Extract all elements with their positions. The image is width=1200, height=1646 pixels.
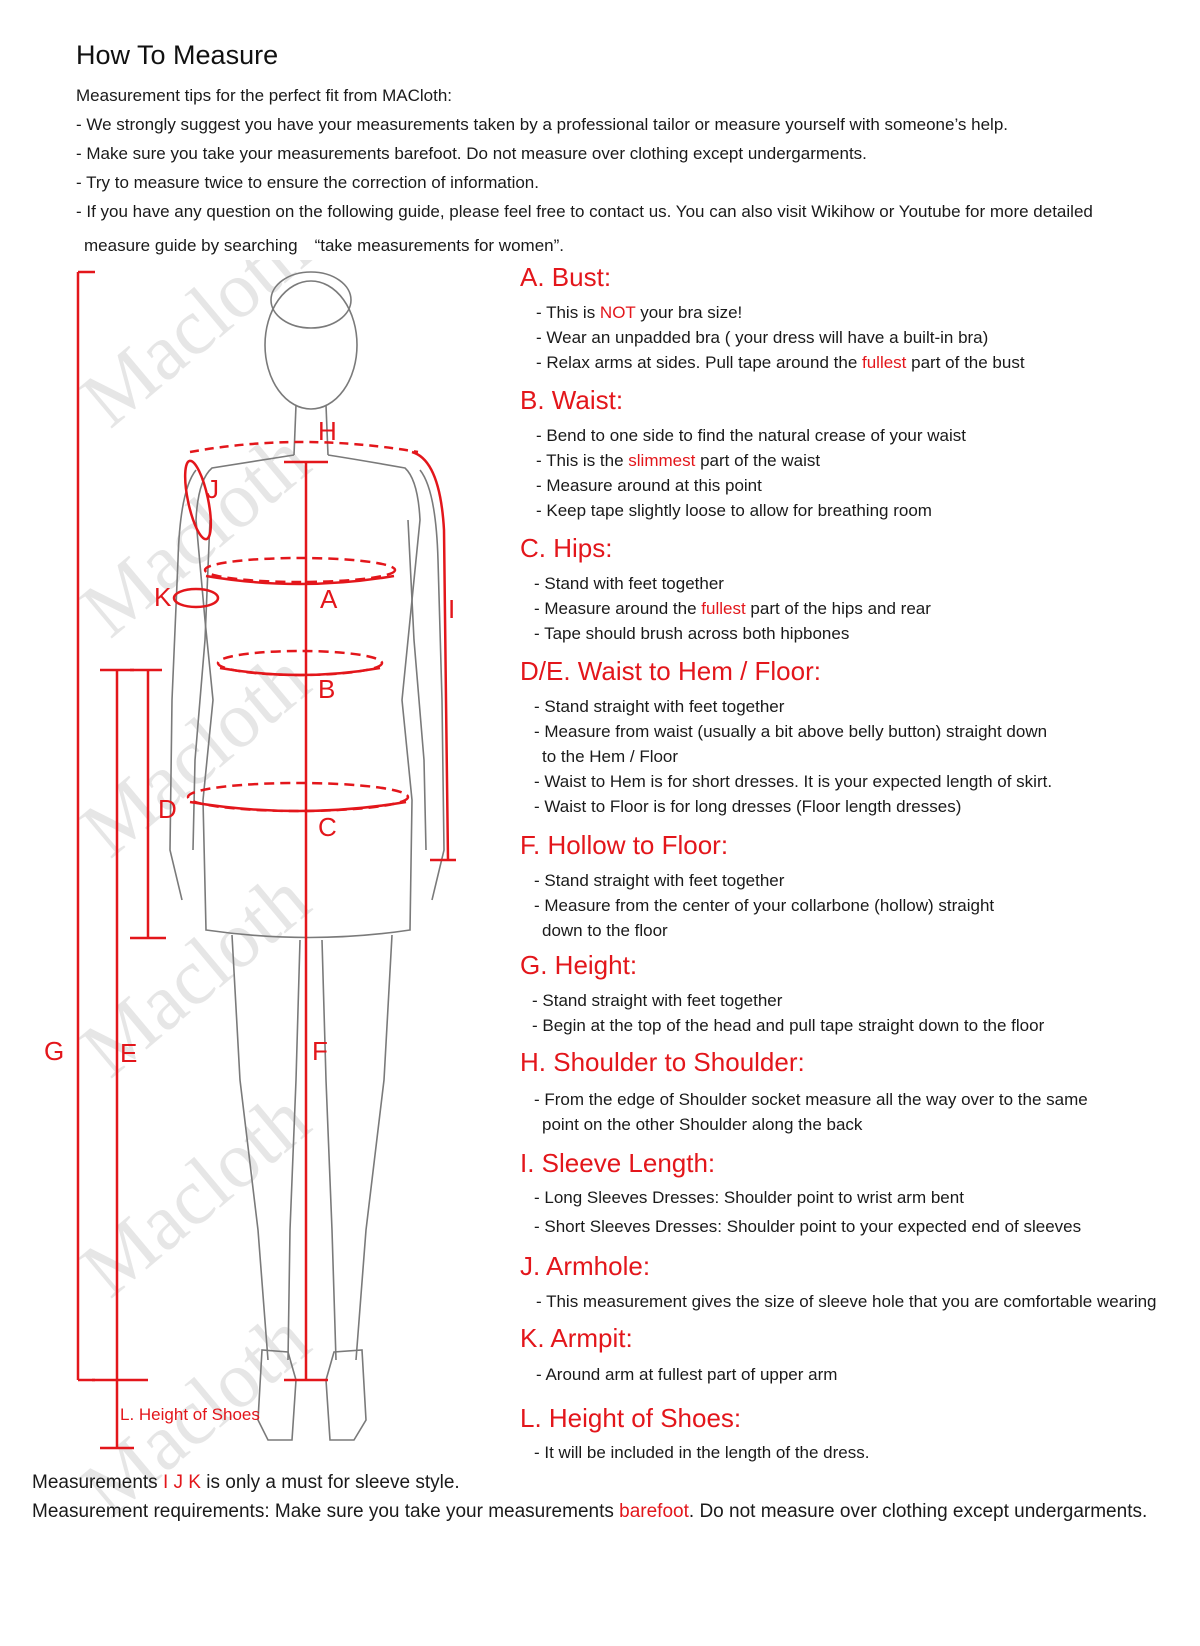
intro-line: measure guide by searching “take measure…	[84, 236, 564, 255]
bullet: to the Hem / Floor	[542, 747, 679, 766]
bullet: - Measure around at this point	[536, 476, 762, 495]
section-heading-hips: C. Hips:	[520, 533, 613, 563]
intro-line: - If you have any question on the follow…	[76, 202, 1093, 221]
bullet: - Stand with feet together	[534, 574, 724, 593]
bullet: - Tape should brush across both hipbones	[534, 624, 850, 643]
section-heading-armpit: K. Armpit:	[520, 1323, 633, 1353]
label-g: G	[44, 1036, 64, 1066]
highlight: slimmest	[628, 451, 696, 470]
bullet: - Stand straight with feet together	[534, 871, 785, 890]
section-heading-armhole: J. Armhole:	[520, 1251, 651, 1281]
bullet: - Waist to Hem is for short dresses. It …	[534, 772, 1053, 791]
bullet: - This is the slimmest part of the waist	[536, 451, 821, 470]
section-heading-waist-hem: D/E. Waist to Hem / Floor:	[520, 656, 821, 686]
label-f: F	[312, 1036, 328, 1066]
measurement-lines	[76, 270, 456, 1450]
bullet: - Keep tape slightly loose to allow for …	[536, 501, 932, 520]
bullet: - Measure from waist (usually a bit abov…	[534, 722, 1048, 741]
bullet: - Relax arms at sides. Pull tape around …	[536, 353, 1025, 372]
bullet: - Measure from the center of your collar…	[534, 896, 995, 915]
bullet: - Bend to one side to find the natural c…	[536, 426, 966, 445]
section-heading-height: G. Height:	[520, 950, 638, 980]
svg-text:Macloth: Macloth	[65, 260, 326, 444]
bullet: - Around arm at fullest part of upper ar…	[536, 1365, 838, 1384]
bullet: - This measurement gives the size of sle…	[536, 1292, 1157, 1311]
intro-line: - Try to measure twice to ensure the cor…	[76, 173, 539, 192]
label-a: A	[320, 584, 338, 614]
bullet: down to the floor	[542, 921, 668, 940]
footer-requirements: Measurement requirements: Make sure you …	[32, 1501, 1148, 1522]
svg-text:Macloth: Macloth	[65, 855, 326, 1094]
bullet: - From the edge of Shoulder socket measu…	[534, 1090, 1088, 1109]
label-h: H	[318, 416, 337, 446]
page-title: How To Measure	[76, 40, 279, 70]
bullet: point on the other Shoulder along the ba…	[542, 1115, 863, 1134]
section-heading-sleeve: I. Sleeve Length:	[520, 1148, 716, 1178]
label-c: C	[318, 812, 337, 842]
bullet: - Wear an unpadded bra ( your dress will…	[536, 328, 989, 347]
highlight: fullest	[862, 353, 907, 372]
bullet: - Stand straight with feet together	[532, 991, 783, 1010]
bullet: - Short Sleeves Dresses: Shoulder point …	[534, 1217, 1082, 1236]
section-heading-bust: A. Bust:	[520, 262, 612, 292]
bullet: - Stand straight with feet together	[534, 697, 785, 716]
bullet: - Measure around the fullest part of the…	[534, 599, 931, 618]
intro-line: Measurement tips for the perfect fit fro…	[76, 86, 453, 105]
svg-text:Macloth: Macloth	[65, 1075, 326, 1314]
highlight: barefoot	[619, 1501, 689, 1522]
body-sketch	[169, 271, 445, 1441]
highlight: I J K	[162, 1472, 201, 1493]
label-k: K	[154, 582, 172, 612]
section-heading-hollow: F. Hollow to Floor:	[520, 830, 729, 860]
intro-line: - We strongly suggest you have your meas…	[76, 115, 1009, 134]
footer-note: Measurements I J K is only a must for sl…	[32, 1472, 460, 1493]
bullet: - Long Sleeves Dresses: Shoulder point t…	[534, 1188, 964, 1207]
bullet: - Waist to Floor is for long dresses (Fl…	[534, 797, 962, 816]
intro-line: - Make sure you take your measurements b…	[76, 144, 867, 163]
bullet: - This is NOT your bra size!	[536, 303, 743, 322]
label-i: I	[448, 594, 455, 624]
bullet: - It will be included in the length of t…	[534, 1443, 870, 1462]
section-heading-shoulder: H. Shoulder to Shoulder:	[520, 1047, 805, 1077]
section-heading-shoes: L. Height of Shoes:	[520, 1403, 742, 1433]
section-heading-waist: B. Waist:	[520, 385, 624, 415]
label-j: J	[206, 474, 219, 504]
highlight: NOT	[599, 303, 636, 322]
bullet: - Begin at the top of the head and pull …	[532, 1016, 1045, 1035]
measurement-figure: Macloth Macloth Macloth Macloth Macloth …	[44, 260, 456, 1534]
label-b: B	[318, 674, 335, 704]
label-e: E	[120, 1038, 137, 1068]
label-d: D	[158, 794, 177, 824]
highlight: fullest	[701, 599, 746, 618]
label-l: L. Height of Shoes	[120, 1405, 260, 1424]
